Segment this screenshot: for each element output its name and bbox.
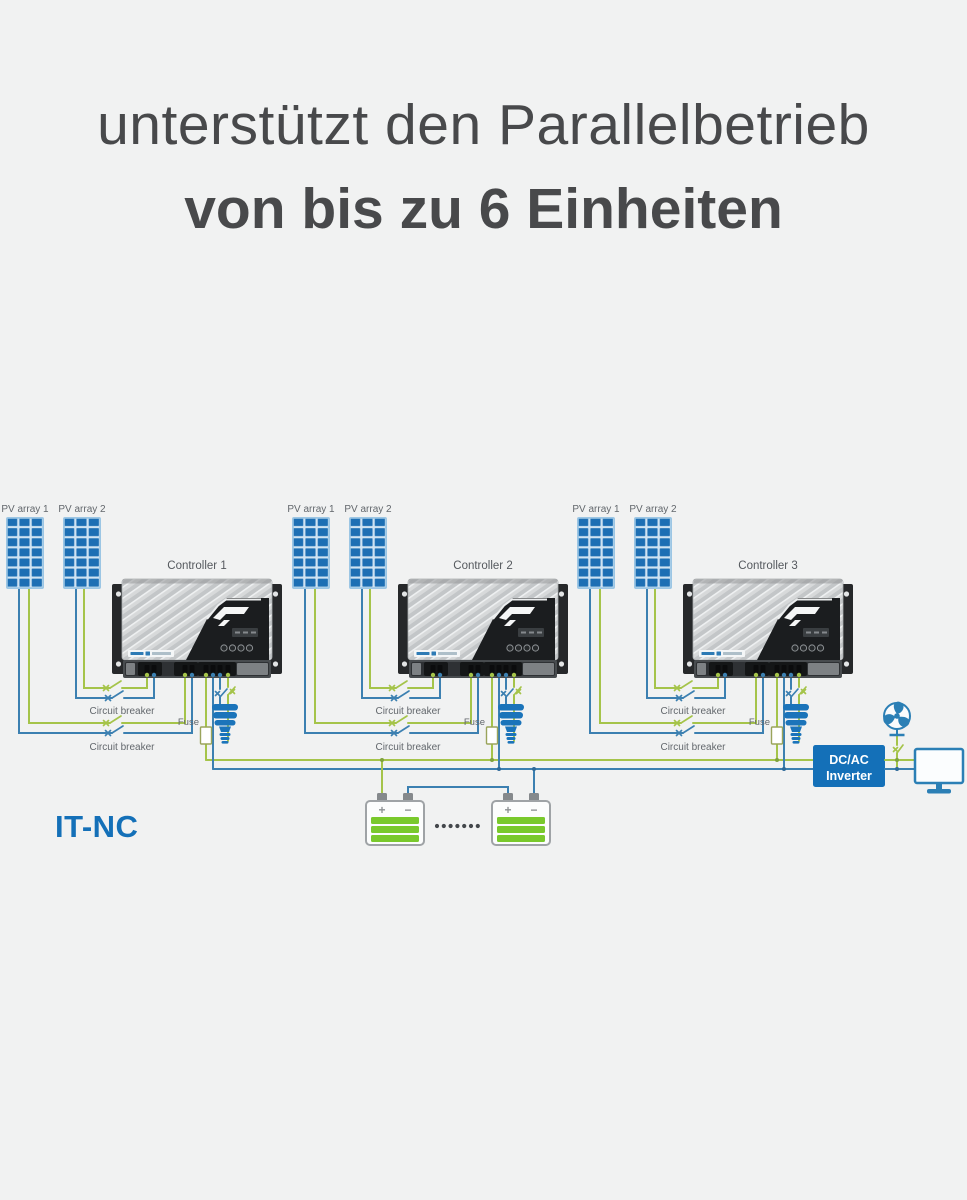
circuit-breaker-label-g1a: Circuit breaker — [89, 706, 155, 717]
wiring-diagram: DC/AC Inverter — [1, 504, 965, 846]
headline: unterstützt den Parallelbetrieb von bis … — [0, 92, 967, 242]
battery-1 — [365, 792, 425, 846]
pv-array-1-label-g2: PV array 1 — [287, 504, 335, 515]
battery-2 — [491, 792, 551, 846]
it-nc-watermark: IT-NC — [55, 809, 138, 844]
junction-dots — [380, 758, 899, 771]
dc-ac-inverter: DC/AC Inverter — [813, 745, 885, 787]
circuit-breaker-label-g1b: Circuit breaker — [89, 742, 155, 753]
controller-unit-1 — [6, 517, 282, 769]
pv-array-2-label-g1: PV array 2 — [58, 504, 106, 515]
circuit-breaker-label-g2b: Circuit breaker — [375, 742, 441, 753]
diagram-labels: PV array 1 PV array 2 PV array 1 PV arra… — [1, 504, 797, 844]
fan-icon — [881, 701, 911, 737]
battery-continuation-dots — [434, 823, 480, 829]
inverter-label-line-1: DC/AC — [829, 753, 869, 767]
fuse-label-g1: Fuse — [178, 717, 199, 728]
monitor-icon — [913, 747, 965, 794]
headline-line-1: unterstützt den Parallelbetrieb — [97, 93, 870, 157]
controller-unit-2 — [292, 517, 568, 769]
controller-unit-3 — [577, 517, 853, 769]
pv-array-1-label-g3: PV array 1 — [572, 504, 620, 515]
battery-1-plus: + — [378, 803, 385, 817]
pv-array-2-label-g3: PV array 2 — [629, 504, 677, 515]
fuse-label-g3: Fuse — [749, 717, 770, 728]
battery-bank — [365, 759, 551, 846]
pv-array-1-label-g1: PV array 1 — [1, 504, 49, 515]
inverter-label-line-2: Inverter — [826, 769, 872, 783]
fuse-label-g2: Fuse — [464, 717, 485, 728]
circuit-breaker-label-g2a: Circuit breaker — [375, 706, 441, 717]
controller-2-title: Controller 2 — [453, 560, 512, 572]
circuit-breaker-label-g3b: Circuit breaker — [660, 742, 726, 753]
battery-2-plus: + — [504, 803, 511, 817]
battery-2-minus: − — [530, 803, 537, 817]
battery-1-minus: − — [404, 803, 411, 817]
headline-line-2: von bis zu 6 Einheiten — [184, 177, 783, 241]
circuit-breaker-label-g3a: Circuit breaker — [660, 706, 726, 717]
pv-array-2-label-g2: PV array 2 — [344, 504, 392, 515]
controller-1-title: Controller 1 — [167, 560, 226, 572]
controller-3-title: Controller 3 — [738, 560, 797, 572]
